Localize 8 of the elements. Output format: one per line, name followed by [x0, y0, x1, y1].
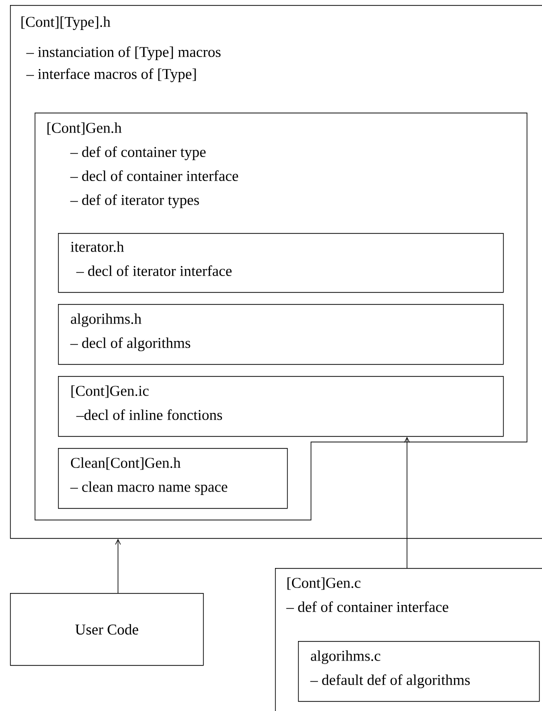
arrow	[115, 538, 121, 594]
file-box: algorihms.c – default def of algorithms	[298, 641, 540, 702]
file-box: iterator.h – decl of iterator interface	[58, 233, 504, 293]
file-box: Clean[Cont]Gen.h – clean macro name space	[58, 448, 288, 509]
component-box: User Code	[10, 593, 204, 666]
file-box: [Cont]Gen.ic –decl of inline fonctions	[58, 376, 504, 437]
file-box: algorihms.h – decl of algorithms	[58, 304, 504, 365]
arrow	[404, 436, 410, 568]
